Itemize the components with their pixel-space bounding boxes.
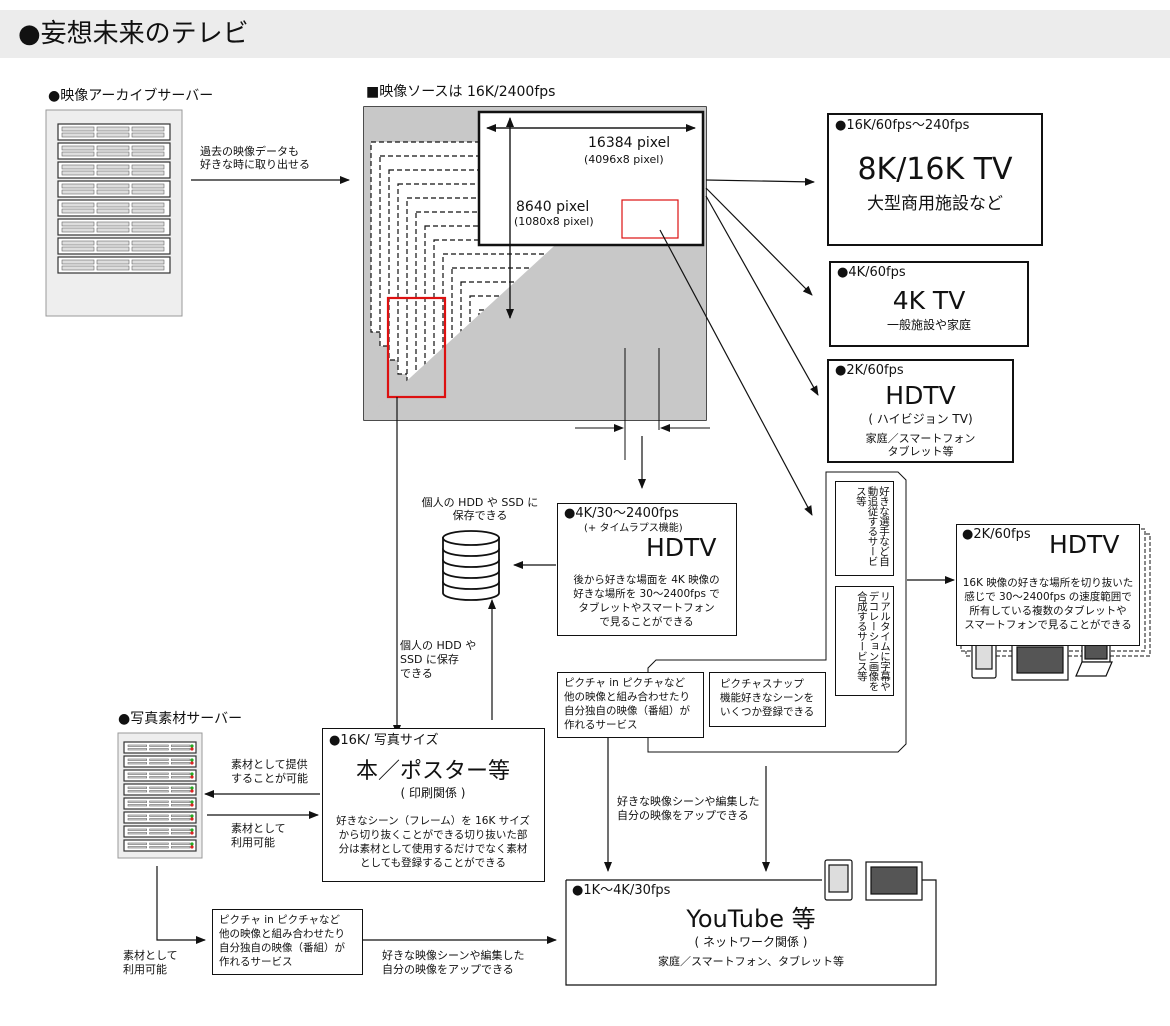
timelapse-box: ●4K/30〜2400fps (+ タイムラプス機能) HDTV 後から好きな場… — [557, 503, 737, 636]
hdd-note-top-1: 個人の HDD や SSD に — [421, 496, 539, 509]
pip-line-3: 自分独自の映像（番組）が — [564, 705, 690, 717]
pip-line-1: ピクチャ in ピクチャなど — [564, 677, 686, 689]
youtube-sub: ( ネットワーク関係 ) — [694, 935, 808, 949]
source-height: 8640 pixel — [516, 199, 590, 215]
upload-note-1: 好きな映像シーンや編集した — [617, 795, 760, 808]
print-box: ●16K/ 写真サイズ 本／ポスター等 ( 印刷関係 ) 好きなシーン（フレーム… — [322, 728, 545, 882]
auto-tracking-service-box: 好きな選手など自動追従するサービス等 — [835, 481, 894, 576]
use-note-1: 素材として — [231, 822, 286, 835]
print-desc-3: 分は素材として使用するだけでなく素材 — [338, 843, 528, 855]
timelapse-desc-2: 好きな場所を 30〜2400fps で — [573, 588, 720, 600]
page-title: ●妄想未来のテレビ — [18, 19, 249, 49]
pip2-line-3: 自分独自の映像（番組）が — [219, 942, 345, 954]
print-sub: ( 印刷関係 ) — [400, 786, 466, 800]
flow-arrows — [156, 176, 955, 944]
hdd-note-side-2: SSD に保存 — [400, 653, 459, 666]
timelapse-desc-3: タブレットやスマートフォン — [578, 602, 715, 614]
hdd-note-side-1: 個人の HDD や — [400, 639, 477, 652]
multi-desc-3: 所有している複数のタブレットや — [969, 605, 1127, 617]
youtube-name: YouTube 等 — [686, 905, 816, 933]
caption-service-text: リアルタイムに字幕やデコレーション画像を合成するサービス等 — [855, 591, 891, 691]
photo-server-label: ●写真素材サーバー — [118, 711, 243, 727]
multi-desc-1: 16K 映像の好きな場所を切り抜いた — [962, 577, 1134, 589]
hdd-note-side-3: できる — [400, 667, 433, 680]
pip-line-2: 他の映像と組み合わせたり — [564, 691, 690, 703]
tv-2k-name: HDTV — [885, 381, 956, 410]
tv-4k-box: ●4K/60fps 4K TV 一般施設や家庭 — [829, 261, 1029, 347]
timelapse-sub: (+ タイムラプス機能) — [584, 523, 683, 534]
source-width-sub: (4096x8 pixel) — [584, 153, 664, 166]
tv-4k-spec: ●4K/60fps — [837, 265, 906, 280]
snap-line-1: ピクチャスナップ — [720, 678, 804, 690]
pip-service-box: ピクチャ in ピクチャなど 他の映像と組み合わせたり 自分独自の映像（番組）が… — [557, 672, 704, 738]
timelapse-desc-1: 後から好きな場面を 4K 映像の — [573, 574, 720, 586]
youtube-spec: ●1K〜4K/30fps — [572, 883, 671, 898]
database-icon — [442, 530, 500, 601]
timelapse-desc-4: で見ることができる — [599, 616, 694, 628]
archive-note-2: 好きな時に取り出せる — [200, 158, 310, 171]
pip2-line-4: 作れるサービス — [219, 956, 293, 968]
use-note-2: 利用可能 — [231, 836, 275, 849]
tv-2k-sub: ( ハイビジョン TV) — [868, 412, 973, 426]
pip2-line-2: 他の映像と組み合わせたり — [219, 928, 345, 940]
multi-device-box: ●2K/60fps HDTV 16K 映像の好きな場所を切り抜いた 感じで 30… — [956, 524, 1140, 646]
tv-16k-desc: 大型商用施設など — [867, 194, 1003, 214]
source-label: ■映像ソースは 16K/2400fps — [366, 84, 556, 100]
upload-note2-1: 好きな映像シーンや編集した — [382, 949, 525, 962]
print-desc-2: から切り抜くことができる切り抜いた部 — [338, 829, 528, 841]
snap-line-2: 機能好きなシーンを — [720, 692, 814, 704]
multi-desc-2: 感じで 30〜2400fps の速度範囲で — [964, 591, 1132, 603]
multi-desc-4: スマートフォンで見ることができる — [964, 619, 1132, 631]
use2-note-2: 利用可能 — [123, 963, 167, 976]
multi-spec: ●2K/60fps — [962, 527, 1031, 542]
tv-2k-desc-2: タブレット等 — [887, 445, 954, 458]
provide-note-2: することが可能 — [231, 772, 308, 785]
hdd-note-top-2: 保存できる — [452, 509, 508, 522]
youtube-frame — [565, 879, 937, 986]
upload-note-2: 自分の映像をアップできる — [617, 809, 749, 822]
use2-note-1: 素材として — [123, 949, 178, 962]
tv-2k-spec: ●2K/60fps — [835, 363, 904, 378]
archive-note-1: 過去の映像データも — [200, 145, 299, 158]
upload-note2-2: 自分の映像をアップできる — [382, 963, 514, 976]
tv-2k-box: ●2K/60fps HDTV ( ハイビジョン TV) 家庭／スマートフォン タ… — [827, 359, 1014, 463]
device-icons — [824, 637, 1113, 901]
auto-tracking-service-text: 好きな選手など自動追従するサービス等 — [854, 486, 890, 566]
archive-server-illustration — [45, 109, 183, 317]
print-name: 本／ポスター等 — [355, 759, 510, 784]
tv-16k-spec: ●16K/60fps〜240fps — [835, 118, 970, 133]
provide-note-1: 素材として提供 — [231, 758, 308, 771]
snap-line-3: いくつか登録できる — [720, 706, 815, 718]
multi-name: HDTV — [1049, 530, 1120, 559]
tv-16k-name: 8K/16K TV — [857, 152, 1013, 187]
photo-server-illustration — [117, 732, 203, 859]
archive-server-label: ●映像アーカイブサーバー — [48, 88, 214, 104]
caption-service-box: リアルタイムに字幕やデコレーション画像を合成するサービス等 — [835, 586, 894, 696]
timelapse-spec: ●4K/30〜2400fps — [564, 506, 679, 521]
tv-2k-desc-1: 家庭／スマートフォン — [865, 432, 976, 445]
print-desc-4: としても登録することができる — [360, 857, 506, 869]
pip2-line-1: ピクチャ in ピクチャなど — [219, 914, 341, 926]
print-spec: ●16K/ 写真サイズ — [329, 733, 439, 748]
source-width: 16384 pixel — [588, 135, 671, 151]
title-bar: ●妄想未来のテレビ — [0, 10, 1170, 58]
pip-service-box-2: ピクチャ in ピクチャなど 他の映像と組み合わせたり 自分独自の映像（番組）が… — [212, 909, 363, 975]
youtube-desc: 家庭／スマートフォン、タブレット等 — [657, 955, 844, 968]
tv-4k-name: 4K TV — [892, 286, 966, 315]
source-frame — [363, 106, 710, 460]
snap-service-box: ピクチャスナップ 機能好きなシーンを いくつか登録できる — [709, 672, 826, 727]
pip-line-4: 作れるサービス — [564, 719, 638, 731]
tv-16k-box: ●16K/60fps〜240fps 8K/16K TV 大型商用施設など — [827, 113, 1043, 246]
print-desc-1: 好きなシーン（フレーム）を 16K サイズ — [336, 815, 530, 827]
timelapse-name: HDTV — [646, 533, 717, 562]
source-height-sub: (1080x8 pixel) — [514, 215, 594, 228]
service-container — [647, 471, 907, 753]
tv-4k-desc: 一般施設や家庭 — [886, 318, 971, 332]
